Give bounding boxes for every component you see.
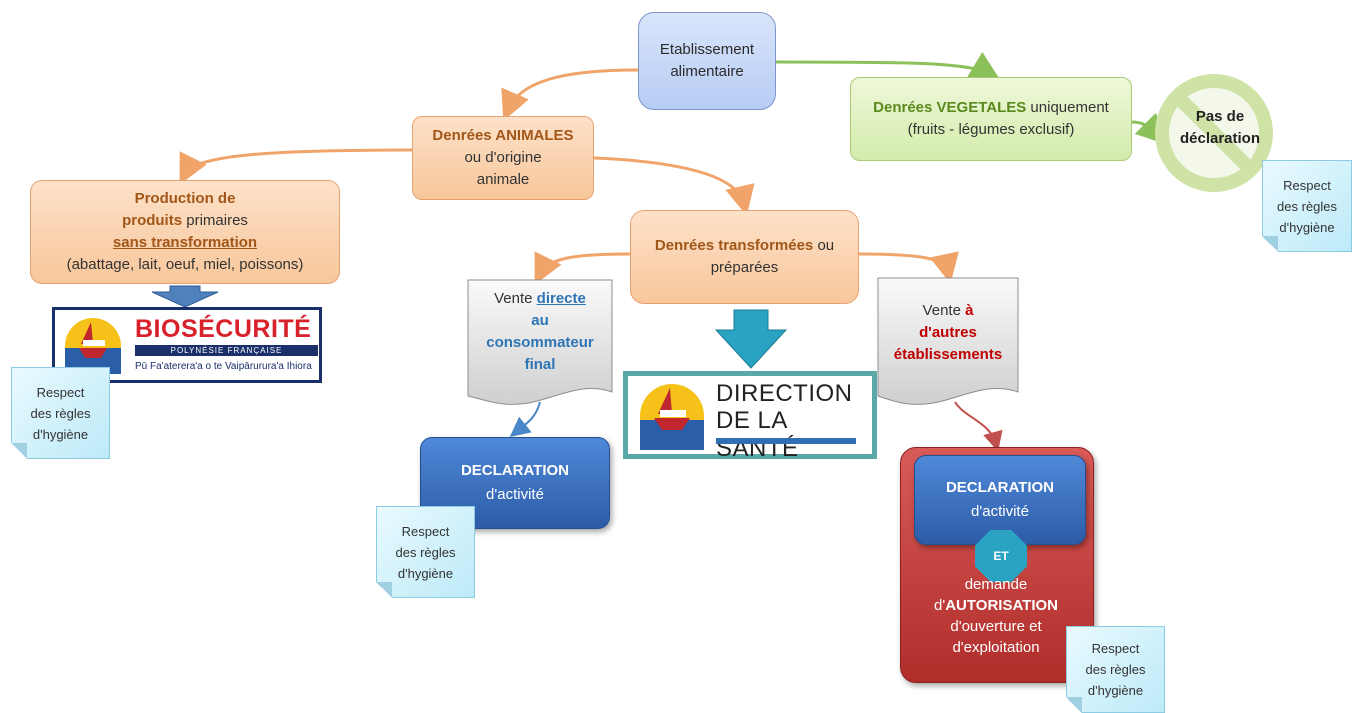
biosecurite-title: BIOSÉCURITÉ	[135, 315, 312, 343]
doc-directe-w4: consommateur	[486, 334, 594, 351]
doc-directe-w3: au	[531, 312, 549, 329]
hygiene-note-line3: d'hygiène	[32, 426, 89, 442]
hygiene-note-line2: des règles	[30, 405, 91, 421]
hygiene-note-line2: des règles	[395, 544, 456, 560]
node-animales-line3: animale	[476, 171, 530, 188]
autorisation-text: demande d'AUTORISATION d'ouverture et d'…	[900, 574, 1092, 658]
node-etablissement: Etablissement alimentaire	[638, 12, 776, 110]
node-production-rest2: primaires	[182, 212, 248, 229]
node-production-line2: produits primaires	[122, 210, 248, 232]
hygiene-note-line1: Respect	[401, 523, 450, 539]
block-arrow-to-biosecurite	[151, 285, 219, 308]
hygiene-note-autorisation: Respect des règles d'hygiène	[1066, 626, 1165, 713]
node-transformees-line1: Denrées transformées ou	[655, 235, 834, 257]
doc-directe-w2: directe	[536, 290, 586, 307]
node-vegetales-line1: Denrées VEGETALES uniquement	[873, 97, 1109, 119]
arrow-other-to-decl	[954, 401, 1003, 452]
direction-sante-line2: DE LA SANTÉ	[716, 407, 799, 462]
doc-shape-direct	[467, 279, 613, 405]
arrow-animal-to-production	[179, 148, 413, 185]
arrow-direct-to-decl	[509, 401, 541, 437]
node-production-line1: Production de	[134, 190, 236, 207]
hygiene-note-line3: d'hygiène	[1087, 683, 1144, 698]
autorisation-prefix: d'	[934, 597, 946, 614]
arrow-transformed-to-other	[858, 251, 959, 284]
biosecurite-subtitle: POLYNÉSIE FRANÇAISE	[135, 345, 318, 356]
doc-autres-w3: d'autres	[919, 324, 977, 341]
autorisation-line3: demande	[964, 576, 1028, 593]
autorisation-line5: d'ouverture et	[950, 618, 1042, 635]
node-transformees-bold: Denrées transformées	[654, 237, 814, 254]
biosecurite-tagline: Pū Fa'aterera'a o te Vaipārurura'a Ihior…	[135, 361, 312, 372]
doc-shape-other	[877, 277, 1019, 405]
hygiene-note-line2: des règles	[1277, 198, 1337, 214]
node-transformees-line2: préparées	[710, 259, 779, 276]
node-denrees-transformees: Denrées transformées ou préparées	[630, 210, 859, 304]
autorisation-bold: AUTORISATION	[945, 597, 1058, 614]
arrow-transformed-to-direct	[534, 251, 631, 285]
node-etablissement-line1: Etablissement	[659, 41, 755, 58]
arrow-top-to-vegetal	[775, 51, 1001, 81]
node-transformees-rest: ou	[813, 237, 835, 254]
node-etablissement-line2: alimentaire	[670, 63, 744, 80]
hygiene-note-production: Respect des règles d'hygiène	[11, 367, 110, 459]
polynesia-emblem-icon	[65, 318, 121, 374]
arrow-top-to-animal	[501, 68, 639, 122]
doc-directe-w1: Vente	[494, 290, 537, 307]
doc-directe-w5: final	[524, 356, 556, 373]
declaration-title: DECLARATION	[460, 462, 570, 479]
hygiene-note-line1: Respect	[36, 384, 85, 400]
direction-sante-logo: DIRECTION DE LA SANTÉ	[623, 371, 877, 462]
no-declaration-sign	[1155, 74, 1273, 192]
hygiene-note-vegetal: Respect des règles d'hygiène	[1262, 160, 1352, 252]
node-production-bold2: produits	[122, 212, 183, 229]
declaration2-title: DECLARATION	[945, 479, 1055, 496]
block-arrow-to-sante	[714, 309, 788, 369]
node-production-primaire: Production de produits primaires sans tr…	[30, 180, 340, 284]
no-declaration-line2: déclaration	[1179, 130, 1261, 147]
hygiene-note-line1: Respect	[1283, 177, 1331, 193]
no-declaration-line1: Pas de	[1195, 108, 1245, 125]
node-animales-line2: ou d'origine	[464, 149, 542, 166]
doc-directe-line1: Vente directe	[468, 288, 612, 310]
node-animales-bold: Denrées ANIMALES	[432, 127, 574, 144]
doc-vente-directe: Vente directe au consommateur final	[468, 280, 612, 376]
direction-sante-line1: DIRECTION	[716, 380, 853, 407]
node-production-line4: (abattage, lait, oeuf, miel, poissons)	[66, 256, 304, 273]
hygiene-note-line3: d'hygiène	[397, 565, 454, 581]
node-vegetales-rest: uniquement	[1026, 99, 1109, 116]
direction-sante-bar	[716, 438, 856, 444]
no-declaration-label: Pas de déclaration	[1172, 106, 1268, 150]
doc-autres-line1: Vente à	[878, 300, 1018, 322]
node-vegetales-line2: (fruits - légumes exclusif)	[907, 121, 1075, 138]
declaration2-subtitle: d'activité	[971, 503, 1029, 520]
doc-autres-w2: à	[965, 302, 974, 319]
arrow-animal-to-transformed	[593, 156, 755, 216]
doc-autres-w4: établissements	[893, 346, 1003, 363]
et-octagon: ET	[975, 530, 1027, 582]
node-vegetales-bold: Denrées VEGETALES	[873, 99, 1027, 116]
biosecurite-logo: BIOSÉCURITÉ POLYNÉSIE FRANÇAISE Pū Fa'at…	[52, 307, 322, 383]
hygiene-note-direct: Respect des règles d'hygiène	[376, 506, 475, 598]
doc-autres-w1: Vente	[922, 302, 966, 319]
node-denrees-vegetales: Denrées VEGETALES uniquement (fruits - l…	[850, 77, 1132, 161]
hygiene-note-line1: Respect	[1091, 641, 1140, 656]
polynesia-emblem-icon-ds	[640, 384, 704, 450]
hygiene-note-line3: d'hygiène	[1279, 219, 1335, 235]
autorisation-line6: d'exploitation	[952, 639, 1040, 656]
hygiene-note-line2: des règles	[1085, 662, 1146, 677]
node-production-underline: sans transformation	[112, 234, 258, 251]
doc-vente-autres: Vente à d'autres établissements	[878, 292, 1018, 366]
node-denrees-animales: Denrées ANIMALES ou d'origine animale	[412, 116, 594, 200]
declaration-subtitle: d'activité	[486, 486, 544, 503]
autorisation-line4: d'AUTORISATION	[900, 595, 1092, 616]
